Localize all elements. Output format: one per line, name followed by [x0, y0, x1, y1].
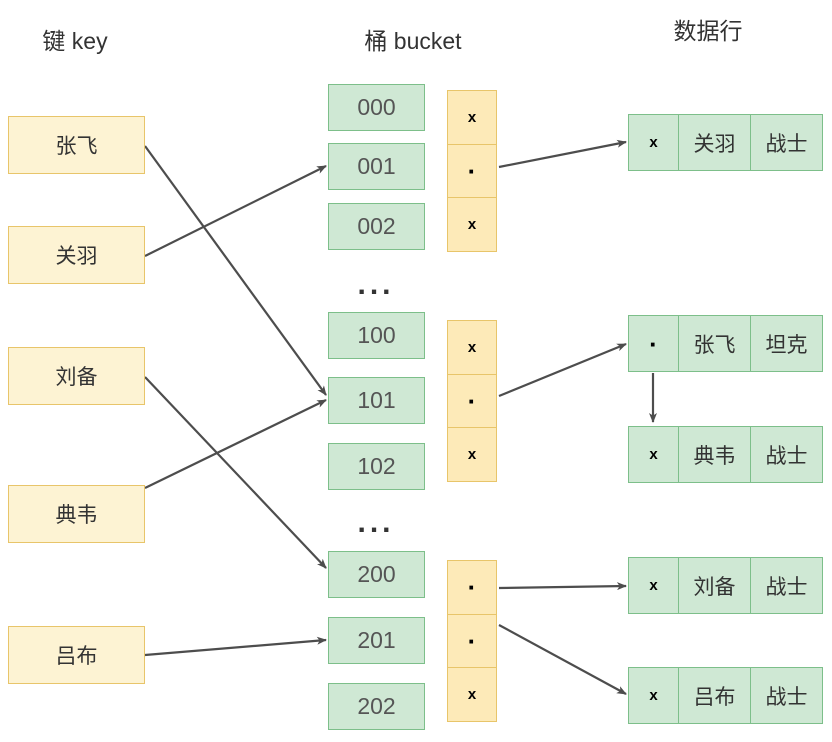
bucket-pointer-column-0: x · x: [447, 90, 497, 252]
bucket-ellipsis-1: ...: [357, 506, 395, 539]
bucket-pointer-000[interactable]: x: [448, 91, 496, 145]
data-row-4[interactable]: x 吕布 战士: [628, 667, 823, 724]
bucket-index: 100: [357, 322, 396, 348]
bucket-pointer-201[interactable]: ·: [448, 615, 496, 669]
data-row-role: 战士: [765, 685, 808, 709]
bucket-pointer-001[interactable]: ·: [448, 145, 496, 199]
bucket-index: 000: [357, 94, 396, 120]
edge-dianwei-to-101: [144, 399, 327, 489]
bucket-box-101[interactable]: 101: [328, 377, 425, 424]
bucket-index: 200: [357, 561, 396, 587]
bucket-pointer-column-2: · · x: [447, 560, 497, 722]
column-header-key: 键 key: [42, 28, 108, 54]
data-row-name: 吕布: [679, 668, 751, 723]
key-box-0[interactable]: 张飞: [8, 116, 145, 174]
bucket-index: 202: [357, 693, 396, 719]
edge-zhangfei-to-101: [144, 145, 327, 396]
bucket-box-201[interactable]: 201: [328, 617, 425, 664]
bucket-box-102[interactable]: 102: [328, 443, 425, 490]
data-row-pointer: ·: [629, 316, 679, 371]
data-row-role: 战士: [765, 575, 808, 599]
edge-bucket101-to-row-zhangfei: [498, 342, 627, 398]
key-box-4[interactable]: 吕布: [8, 626, 145, 684]
bucket-pointer-101[interactable]: ·: [448, 375, 496, 429]
data-row-pointer: x: [629, 115, 679, 170]
bucket-pointer-102[interactable]: x: [467, 446, 477, 464]
data-row-1[interactable]: · 张飞 坦克: [628, 315, 823, 372]
key-box-1[interactable]: 关羽: [8, 226, 145, 284]
edge-liubei-to-200: [144, 376, 327, 569]
data-row-name: 张飞: [679, 316, 751, 371]
bucket-index: 001: [357, 153, 396, 179]
bucket-pointer-100[interactable]: x: [448, 321, 496, 375]
data-row-0[interactable]: x 关羽 战士: [628, 114, 823, 171]
bucket-pointer-002[interactable]: x: [467, 216, 477, 234]
key-label: 张飞: [55, 135, 98, 158]
data-row-pointer: x: [629, 668, 679, 723]
bucket-pointer-200[interactable]: ·: [448, 561, 496, 615]
bucket-box-202[interactable]: 202: [328, 683, 425, 730]
bucket-box-002[interactable]: 002: [328, 203, 425, 250]
bucket-pointer-202[interactable]: x: [467, 686, 477, 704]
data-row-role: 战士: [765, 132, 808, 156]
key-label: 关羽: [55, 245, 98, 268]
key-label: 刘备: [55, 366, 98, 389]
data-row-name: 关羽: [679, 115, 751, 170]
data-row-name: 典韦: [679, 427, 751, 482]
bucket-box-200[interactable]: 200: [328, 551, 425, 598]
key-box-2[interactable]: 刘备: [8, 347, 145, 405]
bucket-index: 201: [357, 627, 396, 653]
data-row-role: 坦克: [765, 333, 808, 357]
data-row-pointer: x: [629, 558, 679, 613]
edge-bucket001-to-row-guanyu: [498, 139, 627, 169]
column-header-data-rows: 数据行: [673, 18, 743, 44]
column-header-bucket: 桶 bucket: [364, 28, 462, 54]
bucket-box-000[interactable]: 000: [328, 84, 425, 131]
edge-bucket201-to-row-lvbu: [498, 624, 627, 695]
bucket-index: 002: [357, 213, 396, 239]
bucket-ellipsis-0: ...: [357, 268, 395, 301]
data-row-pointer: x: [629, 427, 679, 482]
bucket-index: 101: [357, 387, 396, 413]
data-row-role: 战士: [765, 444, 808, 468]
bucket-index: 102: [357, 453, 396, 479]
key-label: 典韦: [55, 504, 98, 527]
edge-lvbu-to-201: [144, 636, 327, 657]
data-row-3[interactable]: x 刘备 战士: [628, 557, 823, 614]
data-row-name: 刘备: [679, 558, 751, 613]
bucket-box-100[interactable]: 100: [328, 312, 425, 359]
edge-bucket200-to-row-liubei: [498, 582, 627, 591]
edge-guanyu-to-001: [144, 165, 327, 257]
bucket-box-001[interactable]: 001: [328, 143, 425, 190]
key-box-3[interactable]: 典韦: [8, 485, 145, 543]
bucket-pointer-column-1: x · x: [447, 320, 497, 482]
key-label: 吕布: [55, 645, 98, 668]
data-row-2[interactable]: x 典韦 战士: [628, 426, 823, 483]
